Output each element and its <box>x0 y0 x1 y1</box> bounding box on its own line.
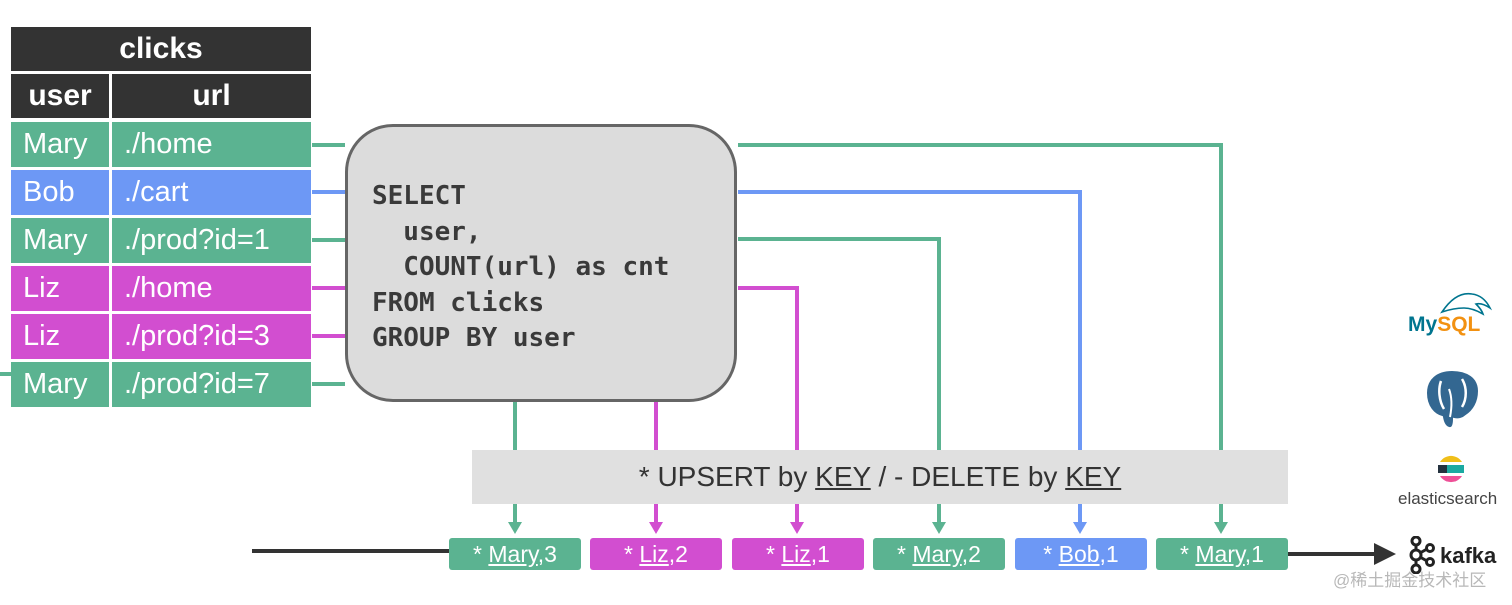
kafka-icon <box>1409 536 1435 574</box>
arrowhead <box>932 522 946 534</box>
watermark: @稀土掘金技术社区 <box>1333 571 1487 590</box>
record-count: ,1 <box>1244 541 1264 567</box>
banner-upsert-text: * UPSERT by <box>638 461 816 492</box>
record-prefix: * <box>1180 541 1196 567</box>
banner-key-2: KEY <box>1065 461 1122 492</box>
table-cell-user: Mary <box>11 362 109 407</box>
record-count: ,2 <box>961 541 981 567</box>
table-cell-url: ./home <box>112 266 311 311</box>
result-record: * Mary,3 <box>449 538 581 570</box>
arrowhead <box>649 522 663 534</box>
result-record: * Liz,1 <box>732 538 864 570</box>
record-count: ,1 <box>1099 541 1119 567</box>
elasticsearch-icon <box>1438 455 1464 483</box>
mysql-logo: MySQL <box>1408 292 1493 337</box>
mysql-logo-sql: SQL <box>1437 313 1481 336</box>
upsert-delete-banner: * UPSERT by KEY / - DELETE by KEY <box>472 450 1288 504</box>
changelog-arrowhead <box>1374 543 1396 565</box>
record-key: Mary <box>1195 541 1245 567</box>
banner-key-1: KEY <box>815 461 871 492</box>
postgresql-elephant-icon <box>1424 368 1481 430</box>
table-cell-url: ./home <box>112 122 311 167</box>
record-prefix: * <box>766 541 782 567</box>
record-prefix: * <box>473 541 489 567</box>
output-line <box>738 190 1082 524</box>
banner-delete-text: / - DELETE by <box>870 461 1066 492</box>
mysql-dolphin-icon <box>1440 292 1493 316</box>
arrowhead <box>790 522 804 534</box>
record-key: Liz <box>781 541 811 567</box>
sql-query-box: SELECT user, COUNT(url) as cnt FROM clic… <box>345 124 737 402</box>
kafka-label: kafka <box>1440 543 1497 568</box>
record-prefix: * <box>624 541 640 567</box>
table-cell-user: Mary <box>11 218 109 263</box>
record-key: Bob <box>1058 541 1100 567</box>
header-user: user <box>11 74 109 118</box>
arrowhead <box>1073 522 1087 534</box>
table-cell-user: Liz <box>11 266 109 311</box>
table-cell-url: ./cart <box>112 170 311 215</box>
record-key: Mary <box>912 541 962 567</box>
table-title: clicks <box>11 27 311 71</box>
table-cell-user: Mary <box>11 122 109 167</box>
record-count: ,2 <box>668 541 688 567</box>
record-prefix: * <box>1043 541 1059 567</box>
output-line <box>738 143 1223 524</box>
table-cell-user: Bob <box>11 170 109 215</box>
record-key: Liz <box>639 541 669 567</box>
mysql-logo-my: My <box>1408 313 1438 336</box>
result-record: * Mary,2 <box>873 538 1005 570</box>
record-count: ,3 <box>537 541 557 567</box>
record-count: ,1 <box>810 541 830 567</box>
record-key: Mary <box>488 541 538 567</box>
output-line <box>738 237 941 524</box>
record-prefix: * <box>897 541 913 567</box>
result-record: * Bob,1 <box>1015 538 1147 570</box>
arrowhead <box>508 522 522 534</box>
sql-query-text: SELECT user, COUNT(url) as cnt FROM clic… <box>372 181 670 353</box>
table-cell-user: Liz <box>11 314 109 359</box>
arrowhead <box>1214 522 1228 534</box>
table-cell-url: ./prod?id=7 <box>112 362 311 407</box>
table-cell-url: ./prod?id=1 <box>112 218 311 263</box>
output-line <box>738 286 799 524</box>
elasticsearch-label: elasticsearch <box>1398 489 1498 508</box>
result-record: * Mary,1 <box>1156 538 1288 570</box>
table-cell-url: ./prod?id=3 <box>112 314 311 359</box>
result-record: * Liz,2 <box>590 538 722 570</box>
header-url: url <box>112 74 311 118</box>
